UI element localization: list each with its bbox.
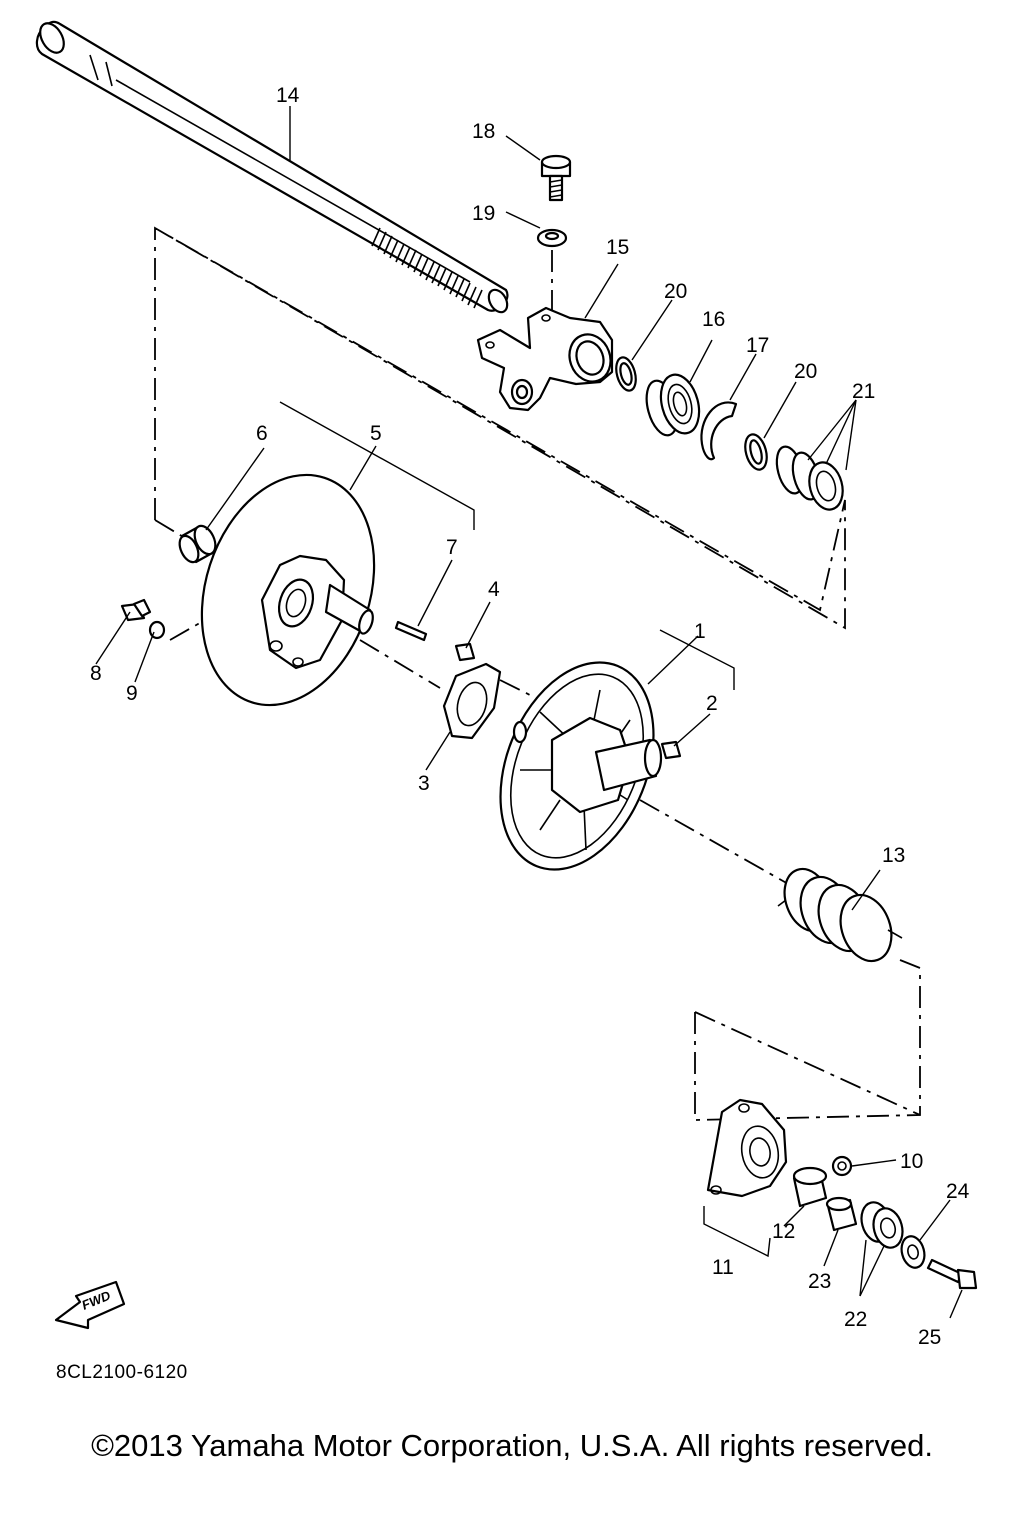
part-14-secondary-shaft — [35, 20, 509, 314]
part-24-washer — [900, 1235, 926, 1269]
exploded-parts-diagram: FWD 14 18 19 — [35, 20, 978, 1349]
part-4-bolt — [454, 642, 476, 662]
callout-25: 25 — [918, 1326, 941, 1349]
part-17-snap-ring — [700, 401, 738, 461]
callout-4: 4 — [488, 578, 500, 601]
callout-9: 9 — [126, 682, 138, 705]
part-10-nut — [831, 1155, 853, 1177]
copyright-notice: ©2013 Yamaha Motor Corporation, U.S.A. A… — [91, 1428, 933, 1463]
part-20-circlip-a — [615, 356, 637, 392]
callout-22: 22 — [844, 1308, 867, 1331]
callout-7: 7 — [446, 536, 458, 559]
part-11-cam — [706, 1098, 788, 1198]
callout-16: 16 — [702, 308, 725, 331]
callout-3: 3 — [418, 772, 430, 795]
part-12-bushing — [792, 1166, 828, 1208]
part-22-washers — [860, 1201, 904, 1249]
part-23-collar — [825, 1196, 858, 1232]
leader-lines — [95, 106, 963, 1319]
callout-17: 17 — [746, 334, 769, 357]
callout-14: 14 — [276, 84, 300, 107]
callout-12: 12 — [772, 1220, 795, 1243]
part-21-spacers — [775, 445, 844, 511]
callout-24: 24 — [946, 1180, 970, 1203]
callout-13: 13 — [882, 844, 905, 867]
part-16-ball-bearing — [645, 373, 701, 437]
part-1-movable-sheave — [499, 661, 663, 871]
callout-15: 15 — [606, 236, 629, 259]
callout-21: 21 — [852, 380, 875, 403]
drawing-code: 8CL2100-6120 — [56, 1362, 188, 1383]
callout-20-lower: 20 — [794, 360, 817, 383]
callout-19: 19 — [472, 202, 495, 225]
callout-11: 11 — [712, 1256, 734, 1279]
part-8-bolt — [120, 598, 152, 622]
callout-20-upper: 20 — [664, 280, 687, 303]
part-25-bolt — [926, 1258, 978, 1290]
callout-numbers: 14 18 19 15 20 16 17 20 21 6 5 7 8 9 4 3… — [90, 84, 970, 1349]
part-19-washer — [536, 228, 568, 248]
callout-8: 8 — [90, 662, 102, 685]
callout-6: 6 — [256, 422, 268, 445]
callout-23: 23 — [808, 1270, 831, 1293]
part-6-bushing — [178, 524, 217, 564]
part-20-circlip-b — [744, 433, 768, 471]
callout-2: 2 — [706, 692, 718, 715]
callout-18: 18 — [472, 120, 495, 143]
part-7-stud — [394, 620, 428, 642]
part-13-spring — [777, 867, 903, 963]
part-15-bearing-housing — [476, 306, 614, 412]
part-2-screw — [660, 740, 682, 760]
callout-1: 1 — [694, 620, 706, 643]
callout-5: 5 — [370, 422, 382, 445]
part-18-bolt — [540, 154, 572, 202]
fwd-arrow-icon: FWD — [54, 1280, 126, 1330]
part-5-fixed-sheave — [200, 473, 376, 707]
callout-10: 10 — [900, 1150, 923, 1173]
part-3-gasket — [442, 662, 502, 740]
